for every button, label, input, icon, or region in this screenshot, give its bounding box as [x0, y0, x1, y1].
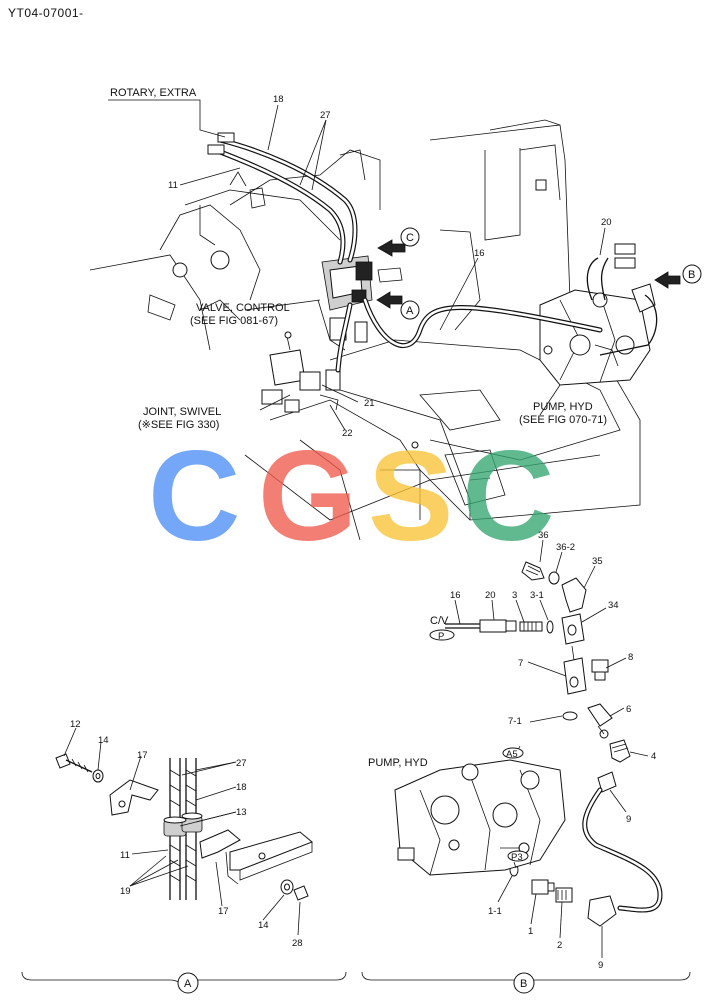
circle-p-marker [429, 629, 455, 641]
callout-2: 2 [557, 940, 562, 951]
callout-36-2: 36-2 [556, 542, 575, 553]
label-pump-hyd-top: PUMP, HYD [533, 401, 593, 413]
callout-1-1: 1-1 [488, 906, 502, 917]
callout-18: 18 [273, 94, 284, 105]
callout-9-a: 9 [626, 814, 631, 825]
callout-21: 21 [364, 398, 375, 409]
callout-7-1: 7-1 [508, 716, 522, 727]
view-label-a: A [184, 978, 192, 990]
callout-17-a: 17 [137, 750, 148, 761]
drawing-code: YT04-07001- [8, 6, 84, 20]
label-pump-hyd-b: PUMP, HYD [368, 757, 428, 769]
circle-b-marker [682, 264, 702, 284]
watermark-letter-g: G [258, 425, 358, 568]
callout-8: 8 [628, 652, 633, 663]
machine-frame-drawing [89, 119, 681, 541]
circle-a5-marker [502, 747, 524, 759]
callout-circle-a5: A5 [506, 749, 518, 760]
view-label-b: B [520, 978, 527, 990]
callout-19: 19 [120, 886, 131, 897]
label-valve-control: VALVE, CONTROL [196, 302, 290, 314]
circle-c-marker [400, 227, 420, 247]
top-leader-lines [108, 99, 606, 521]
callout-18-a: 18 [236, 782, 247, 793]
callout-6: 6 [626, 704, 631, 715]
cgsc-watermark: C G S C [148, 425, 554, 568]
callout-circle-c: C [406, 232, 414, 244]
callout-circle-p3: P3 [511, 852, 523, 863]
watermark-letter-s: S [368, 425, 453, 568]
view-b-labels: 36 36-2 35 16 20 3 3-1 34 C/V P 7 8 6 7-… [368, 530, 656, 971]
callout-3-1: 3-1 [530, 590, 544, 601]
callout-17-b: 17 [218, 906, 229, 917]
callout-36: 36 [538, 530, 549, 541]
callout-3: 3 [512, 590, 517, 601]
callout-28: 28 [292, 938, 303, 949]
callout-16-b: 16 [450, 590, 461, 601]
callout-1: 1 [528, 926, 533, 937]
callout-27: 27 [320, 110, 331, 121]
callout-20: 20 [601, 217, 612, 228]
circle-p3-marker [507, 850, 529, 862]
callout-35: 35 [592, 556, 603, 567]
label-rotary-extra: ROTARY, EXTRA [110, 87, 197, 99]
view-a-labels: 12 14 17 27 18 13 11 19 17 14 28 [70, 719, 303, 949]
callout-11-a: 11 [120, 850, 130, 861]
callout-circle-b: B [688, 269, 695, 281]
callout-16: 16 [474, 248, 485, 259]
watermark-letter-c1: C [148, 425, 240, 568]
callout-11: 11 [168, 180, 178, 191]
label-cv: C/V [430, 615, 449, 627]
callout-9-b: 9 [598, 960, 603, 971]
callout-7: 7 [518, 658, 523, 669]
callout-22: 22 [342, 428, 353, 439]
view-b-marker [513, 972, 535, 994]
callout-14-a: 14 [98, 735, 109, 746]
callout-circle-a: A [406, 305, 414, 317]
view-a-drawing [55, 727, 313, 936]
label-joint-swivel-ref: (※SEE FIG 330) [138, 419, 219, 431]
view-b-drawing [394, 539, 663, 958]
circle-a-marker [400, 300, 420, 320]
callout-14-b: 14 [258, 920, 269, 931]
callout-27-a: 27 [236, 758, 247, 769]
callout-34: 34 [608, 600, 619, 611]
label-pump-hyd-top-ref: (SEE FIG 070-71) [519, 414, 607, 426]
watermark-letter-c2: C [462, 425, 554, 568]
view-braces: A B [21, 971, 691, 994]
view-a-marker [177, 972, 199, 994]
callout-circle-p: P [438, 631, 444, 642]
callout-20-b: 20 [485, 590, 496, 601]
callout-13: 13 [236, 807, 247, 818]
callout-12: 12 [70, 719, 81, 730]
label-joint-swivel: JOINT, SWIVEL [143, 406, 221, 418]
label-valve-control-ref: (SEE FIG 081-67) [190, 315, 278, 327]
callout-4: 4 [651, 751, 656, 762]
top-labels: ROTARY, EXTRA VALVE, CONTROL (SEE FIG 08… [110, 87, 702, 439]
